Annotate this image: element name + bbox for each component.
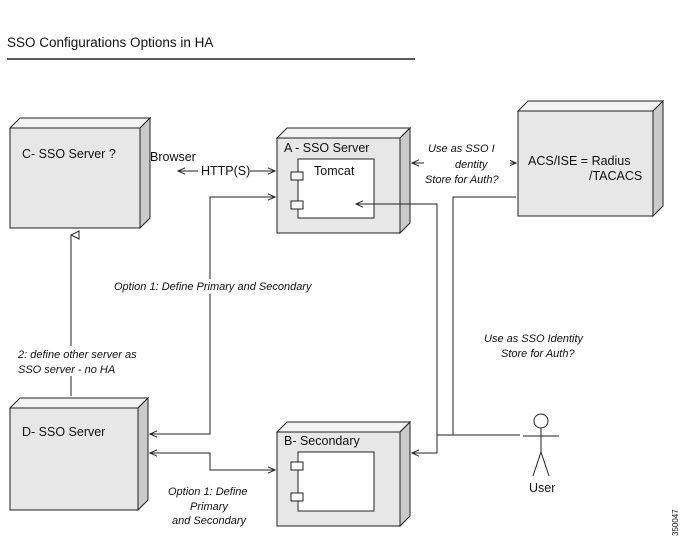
a-server-label: A - SSO Server xyxy=(284,141,369,155)
d-sso-server-node: D- SSO Server xyxy=(8,396,150,512)
figure-id: 350047 xyxy=(671,509,680,536)
b-secondary-label: B- Secondary xyxy=(284,434,360,448)
acs-label-line1: ACS/ISE = Radius xyxy=(528,154,630,168)
tomcat-port-2 xyxy=(290,200,304,210)
a-sso-server-node: A - SSO Server Tomcat xyxy=(275,126,412,235)
define-other-line2: SSO server - no HA xyxy=(18,364,115,376)
user-to-b-connector xyxy=(412,434,520,453)
store-right-line2: Store for Auth? xyxy=(501,348,575,360)
browser-label: Browser xyxy=(150,150,196,164)
secondary-port-1 xyxy=(290,461,304,471)
acs-to-a-connector xyxy=(452,196,520,436)
option1-bottom-line1: Option 1: Define xyxy=(168,486,248,498)
store-top-line2: dentity xyxy=(455,159,489,171)
diagram-title: SSO Configurations Options in HA xyxy=(7,35,213,50)
b-secondary-node: B- Secondary xyxy=(275,420,412,528)
acs-ise-node: ACS/ISE = Radius /TACACS xyxy=(516,99,665,218)
store-top-line1: Use as SSO I xyxy=(428,143,495,155)
http-label: HTTP(S) xyxy=(201,164,250,178)
d-to-a-connector xyxy=(150,197,275,434)
secondary-port-2 xyxy=(290,492,304,502)
option1-bottom-line3: and Secondary xyxy=(172,515,247,527)
store-right-line1: Use as SSO Identity xyxy=(484,333,585,345)
c-server-label: C- SSO Server ? xyxy=(22,147,116,161)
tomcat-port-1 xyxy=(290,171,304,181)
c-sso-server-node: C- SSO Server ? xyxy=(8,116,152,230)
option1-bottom-line2: Primary xyxy=(190,501,229,513)
user-to-a-connector xyxy=(356,204,438,435)
d-server-label: D- SSO Server xyxy=(22,425,105,439)
user-label: User xyxy=(529,481,555,495)
define-other-line1: 2: define other server as xyxy=(17,349,137,361)
d-to-b-connector xyxy=(150,453,275,470)
acs-label-line2: /TACACS xyxy=(589,169,642,183)
user-actor: User xyxy=(523,413,559,495)
store-top-line3: Store for Auth? xyxy=(425,174,499,186)
option1-middle-label: Option 1: Define Primary and Secondary xyxy=(114,281,313,293)
tomcat-label: Tomcat xyxy=(314,164,355,178)
secondary-component xyxy=(297,451,375,512)
tomcat-component xyxy=(297,158,375,219)
